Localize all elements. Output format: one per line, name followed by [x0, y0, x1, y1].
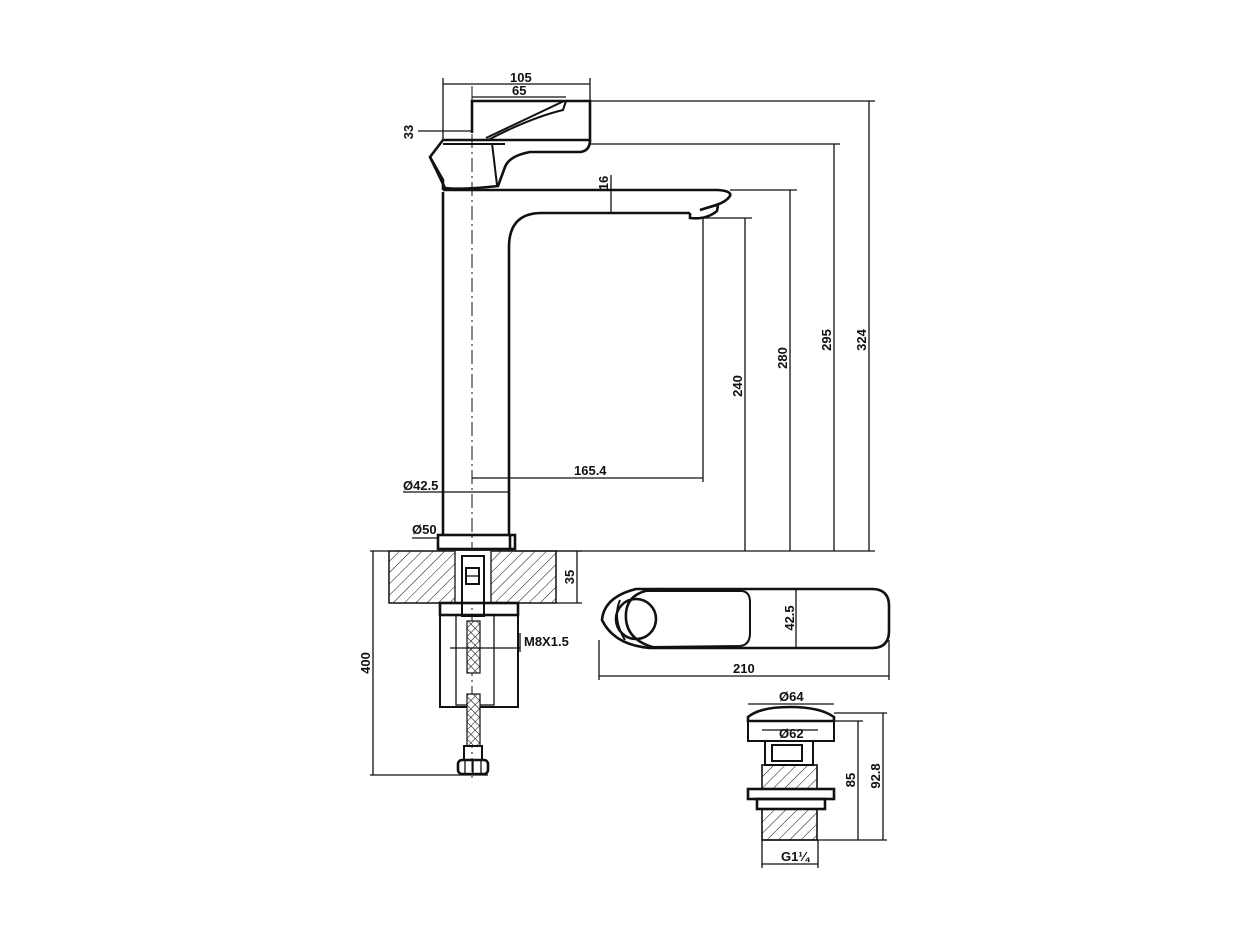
dim-spout-height: 240: [730, 375, 745, 397]
dim-thread: M8X1.5: [524, 634, 569, 649]
dim-top-width: 105: [510, 70, 532, 85]
dim-body-top-height: 295: [819, 329, 834, 351]
deck-section: [388, 550, 557, 776]
dim-spout-top-height: 280: [775, 347, 790, 369]
dim-overall-height: 324: [854, 328, 869, 350]
faucet-side-elevation: [428, 86, 732, 780]
dim-plan-length: 210: [733, 661, 755, 676]
dim-waste-height: 85: [843, 773, 858, 787]
dim-waste-total: 92.8: [868, 763, 883, 788]
dim-spout-thickness: 16: [596, 176, 611, 190]
dim-base-diameter: Ø50: [412, 522, 437, 537]
dim-waste-cap: Ø64: [779, 689, 804, 704]
dim-deck-thickness: 35: [562, 570, 577, 584]
dim-spout-reach: 165.4: [574, 463, 607, 478]
dim-body-diameter: Ø42.5: [403, 478, 438, 493]
faucet-plan-view: [598, 587, 891, 680]
dim-waste-thread: G1¼: [781, 849, 810, 864]
dim-plan-width: 42.5: [782, 605, 797, 630]
dim-hose-length: 400: [358, 652, 373, 674]
dim-handle-width: 65: [512, 83, 526, 98]
popup-waste-drawing: [746, 703, 887, 868]
elevation-dimension-lines: [370, 78, 875, 776]
dim-waste-inner: Ø62: [779, 726, 804, 741]
dim-handle-offset: 33: [401, 125, 416, 139]
